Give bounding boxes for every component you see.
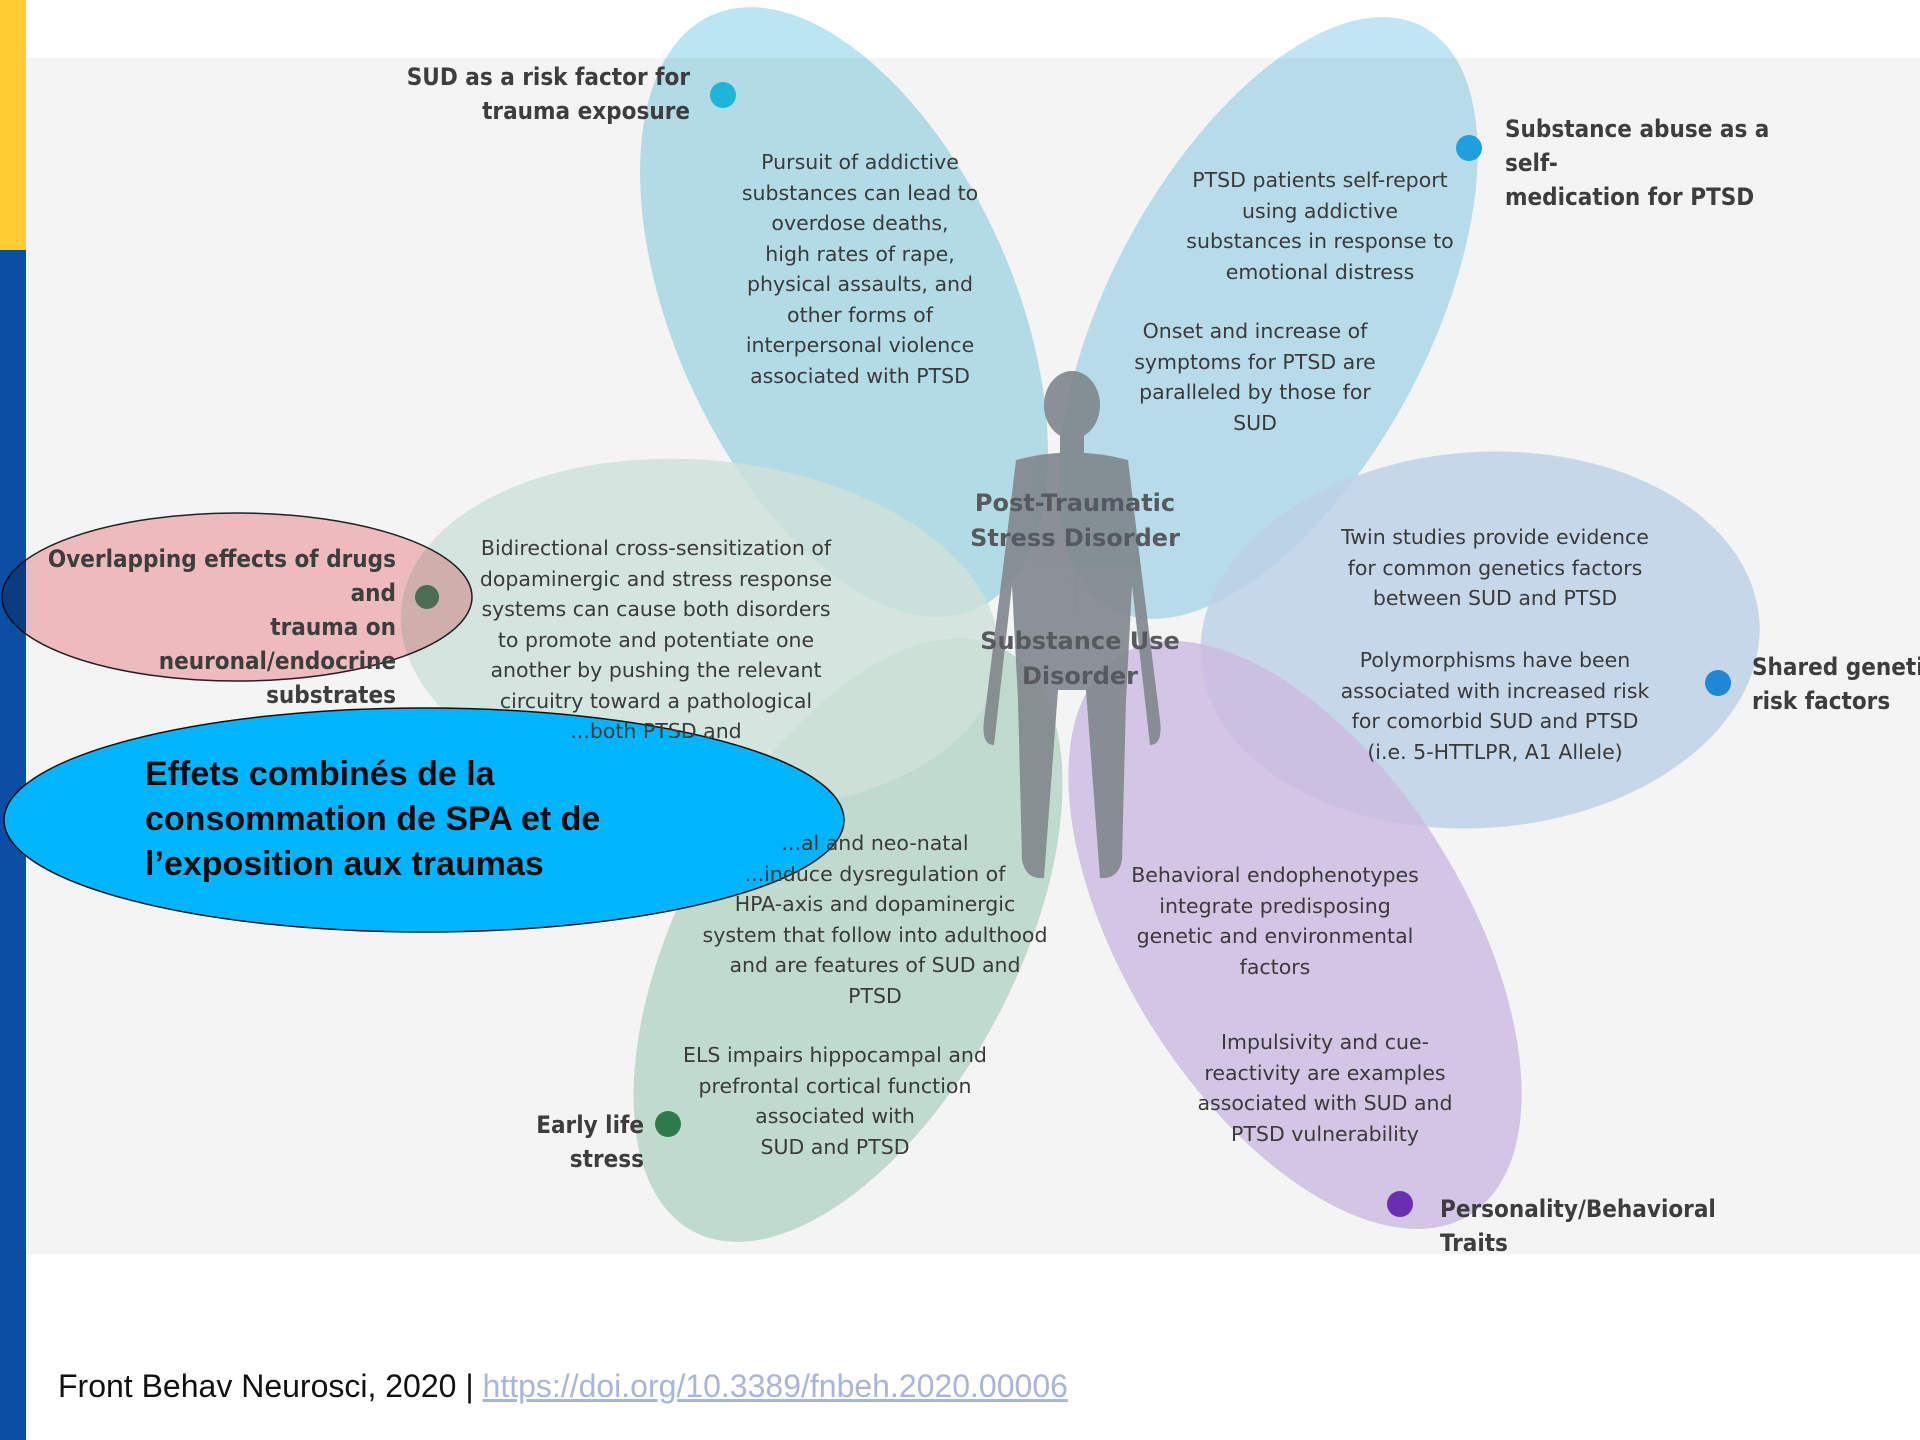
label-self-medication: Substance abuse as a self- medication fo… — [1505, 115, 1770, 211]
callout-french-text: Effets combinés de la consommation de SP… — [145, 755, 601, 883]
petal-text-right-2: Polymorphisms have been associated with … — [1340, 648, 1650, 764]
petal-text-bottom-right-2: Impulsivity and cue- reactivity are exam… — [1197, 1030, 1453, 1146]
label-early-life: Early life stress — [536, 1111, 644, 1173]
label-personality: Personality/Behavioral Traits — [1440, 1195, 1716, 1257]
dot-personality — [1387, 1191, 1413, 1217]
callout-pink-ellipse — [1, 512, 473, 682]
petal-bottom-left — [633, 638, 1063, 1242]
label-sud-risk: SUD as a risk factor for trauma exposure — [406, 63, 690, 125]
dot-self-medication — [1456, 135, 1482, 161]
sud-center-label: Substance Use Disorder — [980, 627, 1180, 690]
human-silhouette — [983, 371, 1161, 879]
label-shared-genetic: Shared genetic risk factors — [1752, 653, 1920, 715]
petal-text-bottom-left-1: ...al and neo-natal ...induce dysregulat… — [702, 831, 1048, 1008]
yellow-side-bar — [0, 0, 26, 250]
petal-text-top-right-1: PTSD patients self-report using addictiv… — [1186, 168, 1454, 284]
dot-shared-genetic — [1705, 670, 1731, 696]
petal-bottom-right — [1068, 641, 1522, 1229]
petal-text-top-left: Pursuit of addictive substances can lead… — [741, 150, 979, 388]
ptsd-center-label: Post-Traumatic Stress Disorder — [970, 489, 1180, 552]
doi-link[interactable]: https://doi.org/10.3389/fnbeh.2020.00006 — [482, 1368, 1068, 1404]
petal-text-right-1: Twin studies provide evidence for common… — [1341, 525, 1649, 610]
citation-source: Front Behav Neurosci, 2020 | — [58, 1368, 483, 1404]
petal-text-left: Bidirectional cross-sensitization of dop… — [479, 536, 833, 743]
callout-blue-ellipse — [3, 707, 845, 933]
center-arrow — [1069, 568, 1083, 618]
dot-sud-risk — [710, 82, 736, 108]
dot-early-life — [655, 1111, 681, 1137]
citation: Front Behav Neurosci, 2020 | https://doi… — [58, 1368, 1068, 1405]
petal-top-right — [1058, 17, 1478, 619]
petal-text-bottom-right-1: Behavioral endophenotypes integrate pred… — [1131, 863, 1419, 979]
petal-text-top-right-2: Onset and increase of symptoms for PTSD … — [1134, 319, 1376, 435]
label-overlapping: Overlapping effects of drugs and trauma … — [47, 545, 396, 709]
petal-text-bottom-left-2: ELS impairs hippocampal and prefrontal c… — [683, 1043, 987, 1159]
